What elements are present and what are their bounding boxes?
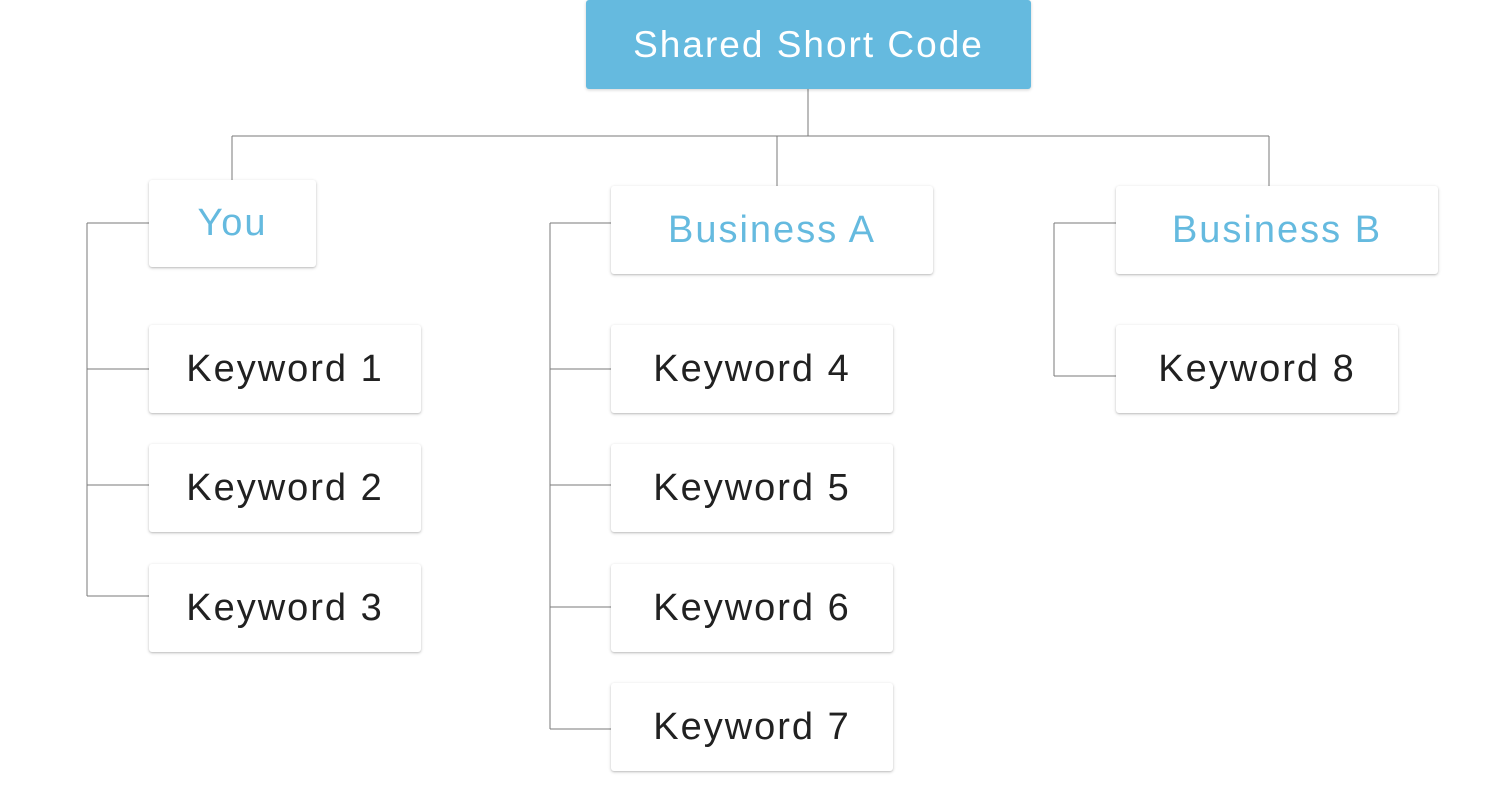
keyword-node-3: Keyword 3 <box>149 564 421 652</box>
keyword-node-2: Keyword 2 <box>149 444 421 532</box>
keyword-label: Keyword 4 <box>653 347 851 390</box>
keyword-node-1: Keyword 1 <box>149 325 421 413</box>
group-node-label: Business B <box>1171 208 1383 251</box>
keyword-node-4: Keyword 4 <box>611 325 893 413</box>
root-node-label: Shared Short Code <box>633 23 984 65</box>
group-node-label: Business A <box>668 208 876 251</box>
keyword-node-7: Keyword 7 <box>611 683 893 771</box>
keyword-node-5: Keyword 5 <box>611 444 893 532</box>
keyword-label: Keyword 8 <box>1158 347 1356 390</box>
keyword-label: Keyword 3 <box>186 586 384 629</box>
keyword-node-6: Keyword 6 <box>611 564 893 652</box>
group-node-label: You <box>197 202 268 244</box>
group-node-business-b: Business B <box>1116 186 1438 274</box>
keyword-label: Keyword 1 <box>186 347 384 390</box>
keyword-node-8: Keyword 8 <box>1116 325 1398 413</box>
group-node-you: You <box>149 180 316 267</box>
keyword-label: Keyword 5 <box>653 466 851 509</box>
keyword-label: Keyword 7 <box>653 705 851 748</box>
keyword-label: Keyword 6 <box>653 586 851 629</box>
keyword-label: Keyword 2 <box>186 466 384 509</box>
root-node-shared-short-code: Shared Short Code <box>586 0 1031 89</box>
group-node-business-a: Business A <box>611 186 933 274</box>
